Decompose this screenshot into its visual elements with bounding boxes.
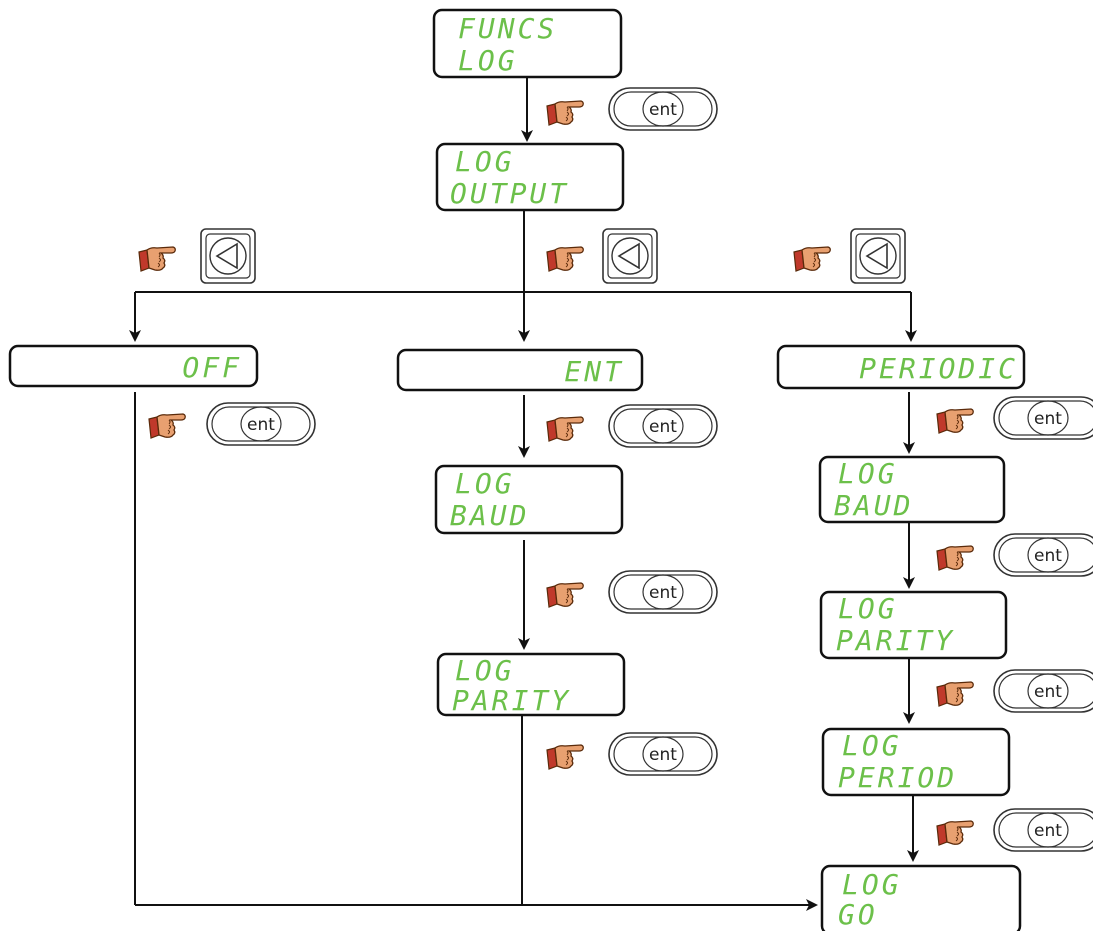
ent-key-label: ent xyxy=(1034,682,1062,702)
screen-line-1: ENT xyxy=(564,355,624,388)
left-arrow-key-button[interactable] xyxy=(602,228,658,284)
keypress-ent-center-1: ent xyxy=(546,404,718,448)
screen-line-2: PARITY xyxy=(452,684,571,717)
screen-line-1: LOG xyxy=(842,868,902,901)
pointing-hand-icon xyxy=(546,100,584,126)
keypress-ent-right-4: ent xyxy=(936,808,1093,852)
ent-key-label: ent xyxy=(649,417,677,437)
screen-periodic-log-parity: LOG PARITY xyxy=(819,590,1008,660)
screen-line-1: LOG xyxy=(455,467,515,500)
screen-off: OFF xyxy=(8,344,259,388)
ent-key-label: ent xyxy=(649,745,677,765)
keypress-ent-right-3: ent xyxy=(936,669,1093,713)
keypress-ent-off: ent xyxy=(148,402,316,446)
keypress-ent-center-2: ent xyxy=(546,570,718,614)
screen-periodic-log-baud: LOG BAUD xyxy=(818,455,1006,524)
screen-line-1: OFF xyxy=(182,351,242,384)
ent-key-label: ent xyxy=(649,100,677,120)
ent-key-label: ent xyxy=(1034,409,1062,429)
screen-ent: ENT xyxy=(396,348,644,392)
screen-ent-log-parity: LOG PARITY xyxy=(436,652,626,717)
screen-periodic-log-period: LOG PERIOD xyxy=(821,727,1011,797)
pointing-hand-icon xyxy=(936,408,974,434)
keypress-arrow-center xyxy=(546,228,658,284)
pointing-hand-icon xyxy=(546,582,584,608)
screen-log-go: LOG GO xyxy=(820,864,1022,931)
screen-ent-log-baud: LOG BAUD xyxy=(434,464,624,535)
keypress-arrow-right xyxy=(793,228,906,284)
screen-log-output: LOG OUTPUT xyxy=(435,142,625,212)
keypress-ent-1: ent xyxy=(546,87,718,131)
pointing-hand-icon xyxy=(546,744,584,770)
pointing-hand-icon xyxy=(138,246,176,272)
ent-key-label: ent xyxy=(1034,821,1062,841)
ent-key-label: ent xyxy=(649,583,677,603)
screen-funcs-log: FUNCS LOG xyxy=(432,8,623,79)
pointing-hand-icon xyxy=(936,820,974,846)
screen-line-2: BAUD xyxy=(450,499,529,532)
ent-key-label: ent xyxy=(247,415,275,435)
pointing-hand-icon xyxy=(936,545,974,571)
pointing-hand-icon xyxy=(148,413,186,439)
keypress-arrow-left xyxy=(138,228,256,284)
left-arrow-key-button[interactable] xyxy=(850,228,906,284)
pointing-hand-icon xyxy=(936,681,974,707)
screen-line-1: LOG xyxy=(455,145,515,178)
screen-line-2: PARITY xyxy=(836,624,955,657)
screen-periodic: PERIODIC xyxy=(776,344,1026,390)
keypress-ent-right-2: ent xyxy=(936,533,1093,577)
keypress-ent-center-3: ent xyxy=(546,732,718,776)
pointing-hand-icon xyxy=(793,246,831,272)
screen-line-1: LOG xyxy=(455,654,515,687)
screen-line-2: GO xyxy=(838,898,878,931)
screen-line-2: PERIOD xyxy=(838,761,957,794)
screen-line-1: LOG xyxy=(838,592,898,625)
connectors xyxy=(129,77,919,911)
screen-line-2: BAUD xyxy=(834,489,913,522)
screen-line-2: OUTPUT xyxy=(450,177,569,210)
screen-line-2: LOG xyxy=(458,44,518,77)
screen-line-1: LOG xyxy=(842,729,902,762)
keypress-ent-right-1: ent xyxy=(936,396,1093,440)
screen-line-1: PERIODIC xyxy=(859,352,1018,385)
screen-line-1: LOG xyxy=(838,457,898,490)
left-arrow-key-button[interactable] xyxy=(200,228,256,284)
pointing-hand-icon xyxy=(546,416,584,442)
pointing-hand-icon xyxy=(546,246,584,272)
ent-key-label: ent xyxy=(1034,546,1062,566)
screen-line-1: FUNCS xyxy=(458,12,557,45)
